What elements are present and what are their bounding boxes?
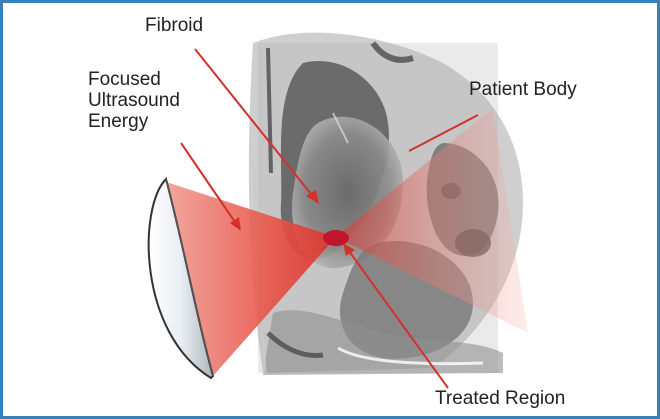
treated-region-spot (323, 230, 349, 246)
treated-region-label: Treated Region (435, 388, 565, 409)
patient-body-label: Patient Body (469, 79, 577, 100)
fibroid-label: Fibroid (145, 15, 203, 36)
focused-ultrasound-label: Focused Ultrasound Energy (88, 69, 180, 132)
fus-diagram (3, 3, 657, 416)
